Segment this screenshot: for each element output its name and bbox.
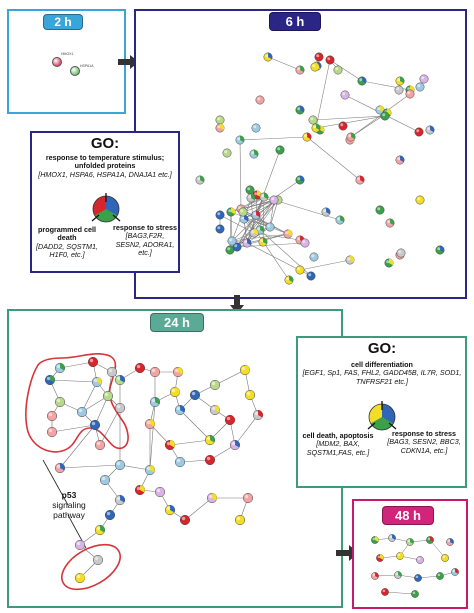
go-right-term-6h: response to stress [BAG3,F2R, SESN2, ADO… bbox=[112, 223, 178, 257]
go-right-term-24h: response to stress [BAG3, SESN2, BBC3, C… bbox=[384, 429, 464, 455]
badge-24h: 24 h bbox=[150, 313, 204, 332]
go-top-term-6h: response to temperature stimulus; unfold… bbox=[33, 153, 177, 179]
go-right-term-6h-text: response to stress bbox=[113, 223, 177, 232]
go-title-24h: GO: bbox=[367, 340, 397, 357]
go-left-term-6h-text: programmed cell death bbox=[38, 225, 96, 243]
go-top-genes-24h: [EGF1, Sp1, FAS, FHL2, GADD45B, IL7R, SO… bbox=[302, 368, 462, 386]
p53-pathway-label: p53 signaling pathway bbox=[45, 490, 93, 520]
go-left-term-24h-text: cell death, apoptosis bbox=[302, 431, 374, 440]
pathway-label-line2: pathway bbox=[53, 510, 85, 520]
go-right-genes-24h: [BAG3, SESN2, BBC3, CDKN1A, etc.] bbox=[387, 437, 461, 455]
go-left-term-6h: programmed cell death [DADD2, SQSTM1, H1… bbox=[33, 225, 101, 259]
panel-24h bbox=[7, 309, 343, 608]
badge-6h: 6 h bbox=[269, 12, 321, 31]
go-pie-24h bbox=[367, 401, 397, 431]
go-right-genes-6h: [BAG3,F2R, SESN2, ADORA1, etc.] bbox=[115, 231, 175, 257]
go-top-genes-6h: [HMOX1, HSPA6, HSPA1A, DNAJA1 etc.] bbox=[38, 169, 172, 179]
go-right-term-24h-text: response to stress bbox=[392, 429, 456, 438]
go-left-genes-24h: [MDM2, BAX, SQSTM1,FAS, etc.] bbox=[306, 439, 370, 457]
go-top-term-24h: cell differentiation [EGF1, Sp1, FAS, FH… bbox=[300, 360, 464, 386]
node-hspa1a bbox=[70, 66, 80, 76]
go-left-genes-6h: [DADD2, SQSTM1, H1F0, etc.] bbox=[36, 241, 98, 259]
panel-6h bbox=[134, 9, 467, 299]
node-label-hspa1a: HSPA1A bbox=[80, 64, 94, 68]
p53-label: p53 bbox=[61, 490, 77, 500]
badge-2h: 2 h bbox=[43, 14, 83, 30]
go-title-6h: GO: bbox=[90, 135, 120, 152]
node-label-hmox1: HMOX1 bbox=[61, 52, 74, 56]
node-hmox1 bbox=[52, 57, 62, 67]
pathway-label-line1: signaling bbox=[52, 500, 86, 510]
go-left-term-24h: cell death, apoptosis [MDM2, BAX, SQSTM1… bbox=[298, 431, 378, 457]
badge-48h: 48 h bbox=[382, 506, 434, 525]
go-top-term-6h-text: response to temperature stimulus; unfold… bbox=[45, 153, 165, 171]
go-pie-6h bbox=[91, 193, 121, 223]
go-top-term-24h-text: cell differentiation bbox=[351, 360, 413, 369]
right-arrow-icon bbox=[118, 55, 139, 69]
